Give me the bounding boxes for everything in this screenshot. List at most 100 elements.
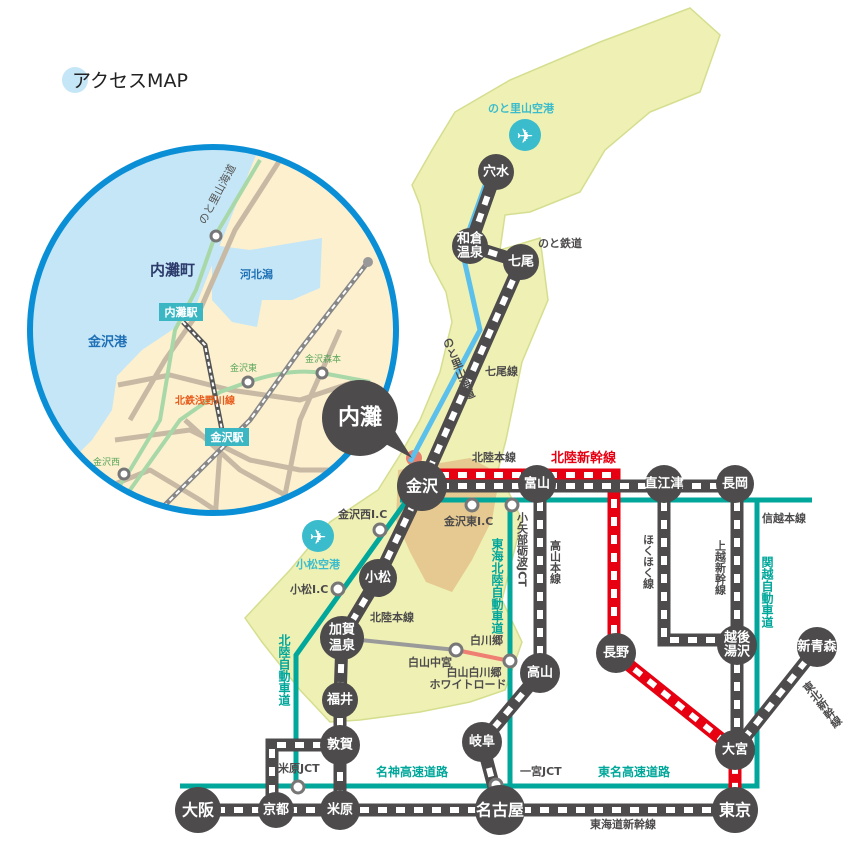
label-tokai-hokuriku-expressway: 東海北陸自動車道 [490, 537, 504, 635]
label-hokuhoku-line: ほくほく線 [642, 534, 655, 590]
inset-lagoon [212, 238, 322, 327]
svg-text:福井: 福井 [326, 692, 353, 708]
inset-label-kanazawa-morimoto: 金沢森本 [305, 353, 341, 365]
svg-text:高山: 高山 [527, 665, 553, 681]
tohoku-shinkansen-line-dashes [732, 645, 820, 752]
label-joetsu-shinkansen: 上越新幹線 [714, 539, 728, 596]
airplane-icon [509, 119, 541, 151]
komatsu-airport-label: 小松空港 [295, 557, 341, 571]
svg-text:京都: 京都 [263, 802, 289, 818]
station-kanazawa: 金沢 [397, 461, 447, 511]
ic-komatsu [330, 581, 346, 597]
label-oyabe-jct: 小矢部砺波JCT [516, 511, 530, 587]
meishin-tomei-expressway [180, 500, 760, 789]
station-osaka: 大阪 [175, 787, 221, 833]
jct-oyabe [504, 497, 520, 513]
label-noto-tetsudo: のと鉄道 [538, 236, 582, 250]
inset-kanazawa-station: 金沢駅 [210, 430, 244, 444]
svg-text:小松: 小松 [365, 570, 391, 586]
station-nagoya: 名古屋 [475, 785, 525, 835]
inset-uchinada-station: 内灘駅 [165, 305, 198, 319]
station-takayama: 高山 [520, 653, 560, 693]
station-fukui: 福井 [322, 682, 358, 718]
label-kanazawa-higashi-ic: 金沢東I.C [443, 514, 493, 528]
inset-label-uchinada-town: 内灘町 [150, 261, 195, 279]
svg-text:七尾: 七尾 [508, 255, 534, 270]
station-toyama: 富山 [518, 465, 556, 503]
svg-text:金沢: 金沢 [405, 477, 439, 496]
hakusan-white-road [455, 648, 511, 663]
label-hokuriku-shinkansen: 北陸新幹線 [551, 450, 617, 466]
station-shin-aomori: 新青森 [797, 627, 837, 667]
svg-text:大宮: 大宮 [722, 742, 748, 758]
label-komatsu-ic: 小松I.C [289, 582, 328, 596]
label-ichinomiya-jct: 一宮JCT [520, 764, 562, 778]
label-kanazawa-nishi-ic: 金沢西I.C [337, 507, 387, 521]
station-tokyo: 東京 [712, 787, 758, 833]
airplane-icon [302, 520, 334, 552]
station-kyoto: 京都 [258, 792, 294, 828]
callout-label: 内灘 [338, 405, 382, 431]
label-hokuriku-expressway: 北陸自動車道 [277, 633, 291, 707]
noto-airport: のと里山空港 ✈ [488, 101, 555, 151]
komatsu-airport: ✈ 小松空港 [295, 520, 341, 571]
station-nagano: 長野 [596, 633, 636, 673]
label-kanetsu-expressway: 関越自動車道 [760, 556, 774, 629]
noto-airport-label: のと里山空港 [488, 101, 555, 115]
label-shinetsu: 信越本線 [762, 511, 806, 525]
station-maibara: 米原 [320, 790, 360, 830]
hakusan-chugu [448, 642, 464, 658]
inset-label-asanogawa-line: 北鉄浅野川線 [175, 394, 235, 407]
kosei-line-dashes [269, 742, 340, 810]
svg-text:名古屋: 名古屋 [476, 801, 524, 820]
interchanges: 金沢西I.C 小松I.C 金沢東I.C 小矢部砺波JCT 白山中宮 白川郷 白山… [277, 497, 562, 795]
svg-text:加賀: 加賀 [328, 622, 355, 638]
station-gifu: 岐阜 [462, 722, 502, 762]
label-tomei-expressway: 東名高速道路 [598, 764, 671, 779]
inset-label-kanazawa-nishi: 金沢西 [93, 456, 120, 468]
title-dot [62, 67, 88, 93]
label-takayama-line: 高山本線 [549, 539, 562, 585]
inset-label-kanazawa-higashi: 金沢東 [230, 362, 257, 374]
svg-text:直江津: 直江津 [644, 476, 683, 492]
label-hokuriku-main-2: 北陸本線 [370, 610, 414, 624]
svg-text:大阪: 大阪 [182, 801, 215, 820]
svg-text:穴水: 穴水 [483, 164, 510, 180]
svg-text:東京: 東京 [719, 801, 751, 820]
hakusan-shirakawago [502, 653, 518, 669]
inset-map: のと里山海道 内灘町 河北潟 金沢港 内灘駅 金沢駅 北鉄浅野川線 金沢東 金沢… [27, 144, 399, 516]
jct-maibara [290, 779, 306, 795]
label-nanao-line: 七尾線 [485, 364, 518, 378]
ic-kanazawa-higashi [464, 497, 480, 513]
map-title: アクセスMAP [62, 67, 188, 93]
station-omiya: 大宮 [715, 730, 755, 770]
station-nagaoka: 長岡 [716, 465, 754, 503]
svg-text:富山: 富山 [524, 476, 550, 492]
svg-text:越後: 越後 [723, 630, 751, 646]
label-hokuriku-main: 北陸本線 [472, 450, 516, 464]
station-komatsu: 小松 [359, 559, 397, 597]
svg-text:温泉: 温泉 [329, 638, 356, 654]
svg-text:米原: 米原 [327, 802, 353, 818]
takayama-line-dashes [478, 484, 543, 811]
label-maibara-jct: 米原JCT [277, 761, 320, 775]
airplane-glyph-icon: ✈ [310, 525, 327, 549]
ic-kanazawa-nishi [372, 522, 388, 538]
svg-text:敦賀: 敦賀 [327, 737, 353, 753]
inset-label-kanazawa-port: 金沢港 [87, 334, 128, 350]
uchinada-callout: 内灘 [322, 380, 412, 458]
label-hakusan-road-2: ホワイトロード [430, 678, 507, 691]
svg-text:長野: 長野 [603, 646, 629, 661]
label-hakusan-chugu: 白山中宮 [408, 655, 452, 669]
title-text: アクセスMAP [72, 70, 188, 92]
inset-border [27, 144, 399, 516]
label-tohoku-shinkansen: 東北新幹線 [799, 678, 844, 731]
station-anamizu: 穴水 [478, 154, 514, 190]
label-shirakawago: 白川郷 [470, 633, 503, 647]
inset-label-kahokugata: 河北潟 [240, 267, 273, 281]
station-tsuruga: 敦賀 [320, 725, 360, 765]
